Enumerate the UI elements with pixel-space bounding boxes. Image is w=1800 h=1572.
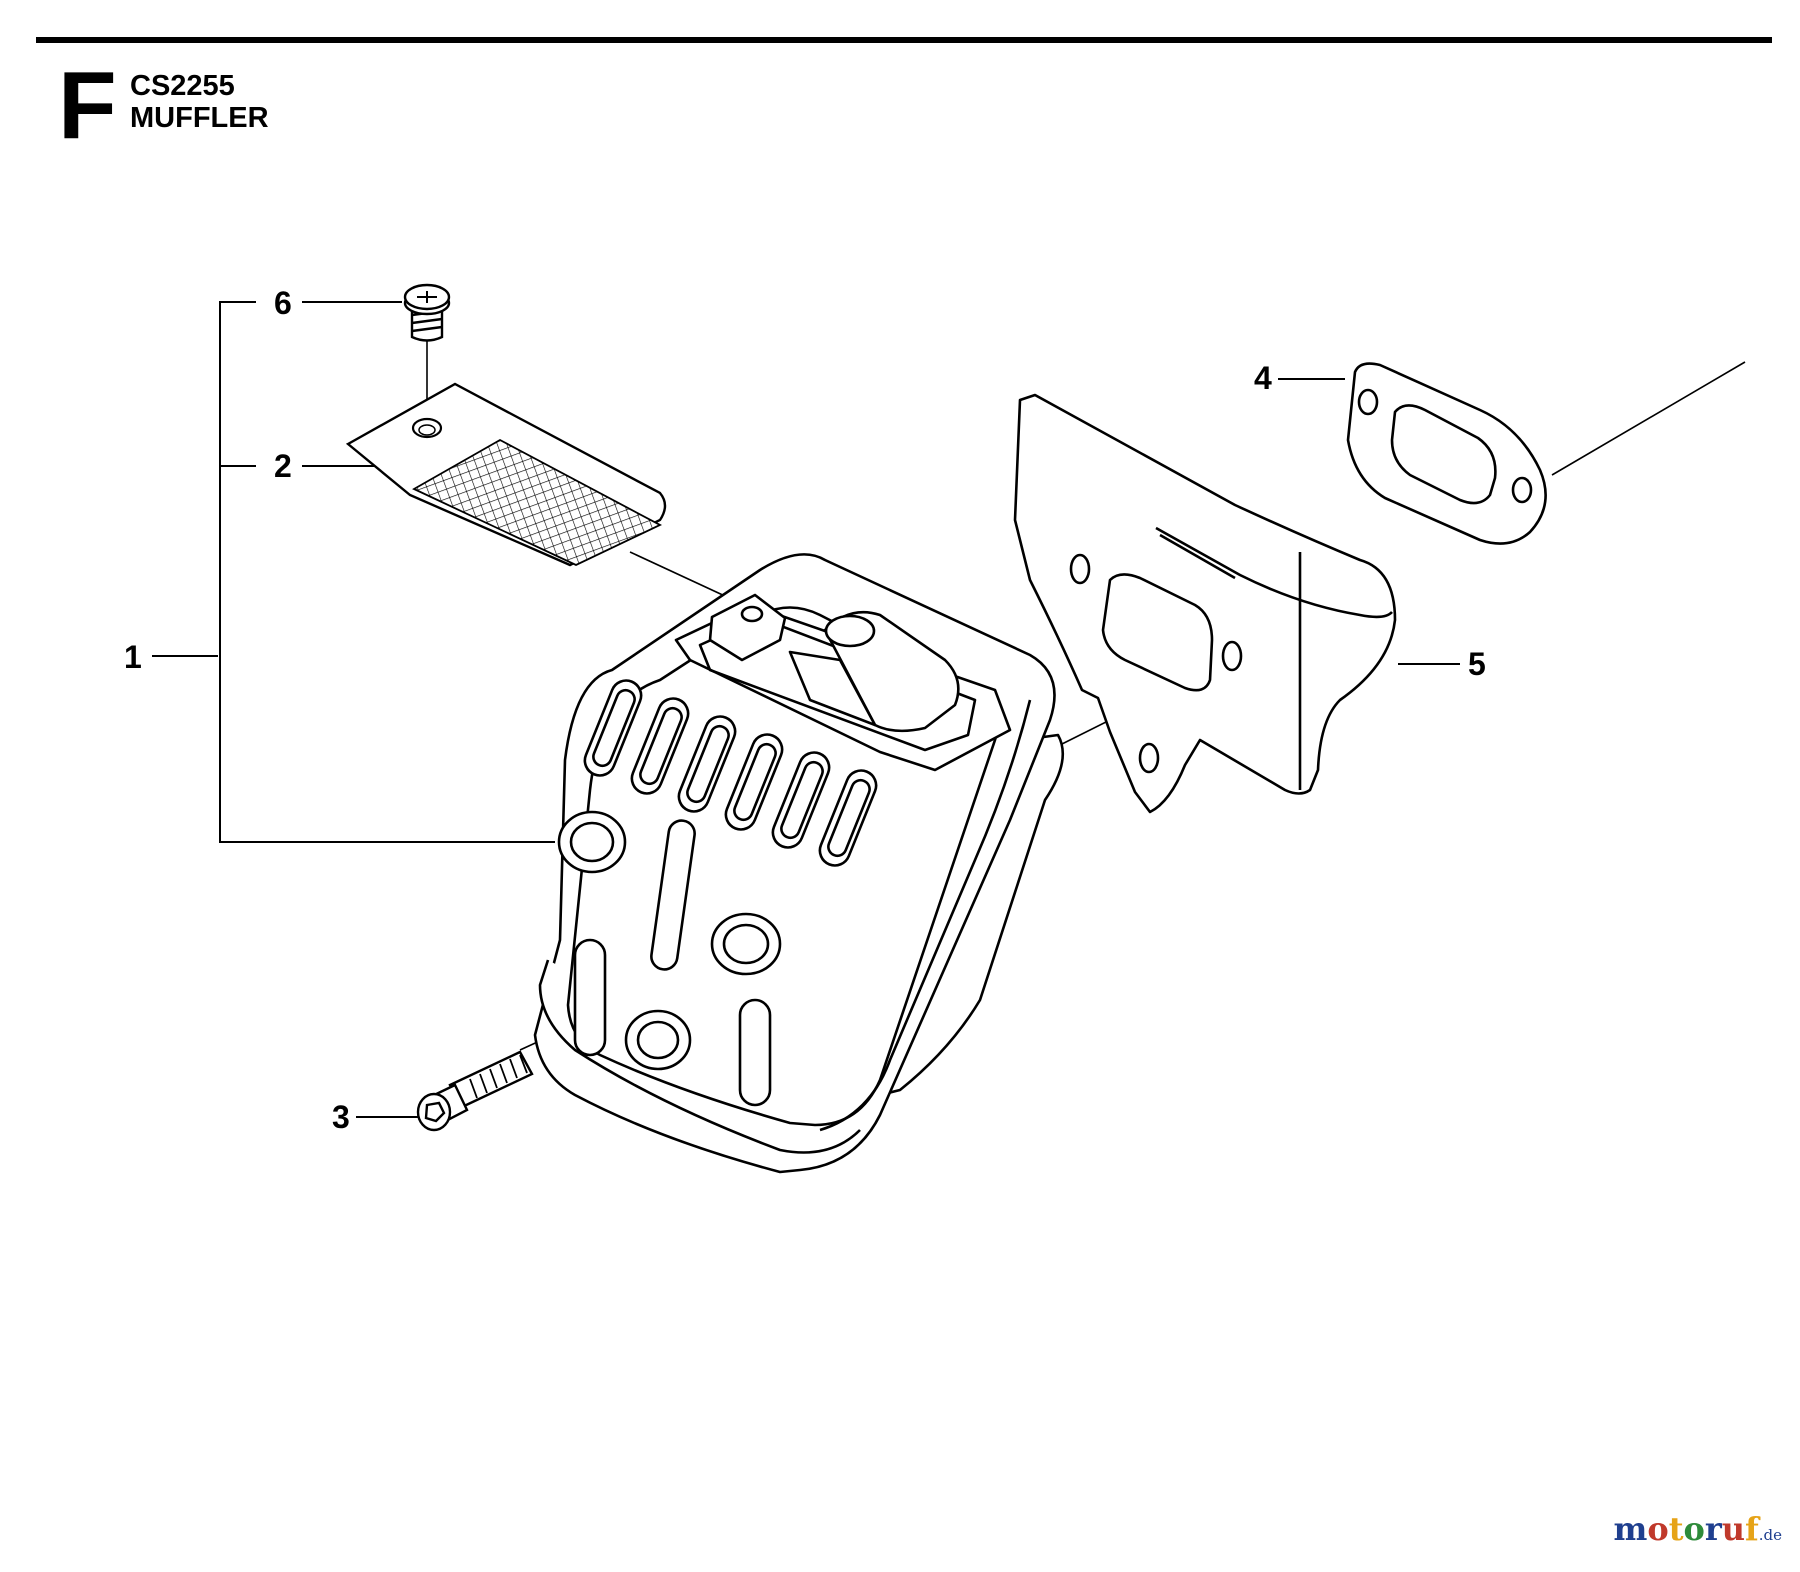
section-letter: F bbox=[58, 52, 117, 159]
svg-text:4: 4 bbox=[1254, 360, 1272, 396]
watermark-letter: r bbox=[1704, 1510, 1722, 1548]
screw bbox=[403, 283, 451, 342]
spark-arrestor-screen bbox=[345, 382, 667, 567]
watermark-suffix: .de bbox=[1758, 1526, 1782, 1544]
gasket bbox=[1346, 362, 1547, 545]
assembly-bracket bbox=[219, 301, 555, 843]
callout-1: 1 bbox=[124, 639, 218, 675]
watermark-letter: f bbox=[1744, 1510, 1759, 1548]
callout-4: 4 bbox=[1254, 360, 1345, 396]
watermark-letter: o bbox=[1683, 1510, 1705, 1548]
callout-2: 2 bbox=[274, 448, 375, 484]
callout-5: 5 bbox=[1398, 646, 1486, 682]
heat-shield-plate bbox=[1013, 393, 1397, 814]
svg-text:2: 2 bbox=[274, 448, 292, 484]
muffler-body bbox=[533, 553, 1065, 1174]
callout-3: 3 bbox=[332, 1099, 420, 1135]
socket-head-bolt bbox=[416, 1050, 534, 1132]
watermark-letter: o bbox=[1647, 1510, 1669, 1548]
watermark-letter: u bbox=[1721, 1510, 1745, 1548]
svg-text:5: 5 bbox=[1468, 646, 1486, 682]
watermark-logo: motoruf.de bbox=[1614, 1510, 1782, 1548]
svg-text:3: 3 bbox=[332, 1099, 350, 1135]
model-number: CS2255 bbox=[130, 70, 235, 102]
watermark-letter: m bbox=[1613, 1510, 1648, 1548]
diagram-title: MUFFLER bbox=[130, 102, 269, 134]
svg-text:1: 1 bbox=[124, 639, 142, 675]
svg-text:6: 6 bbox=[274, 285, 292, 321]
watermark-letter: t bbox=[1668, 1510, 1684, 1548]
callout-6: 6 bbox=[274, 285, 402, 321]
